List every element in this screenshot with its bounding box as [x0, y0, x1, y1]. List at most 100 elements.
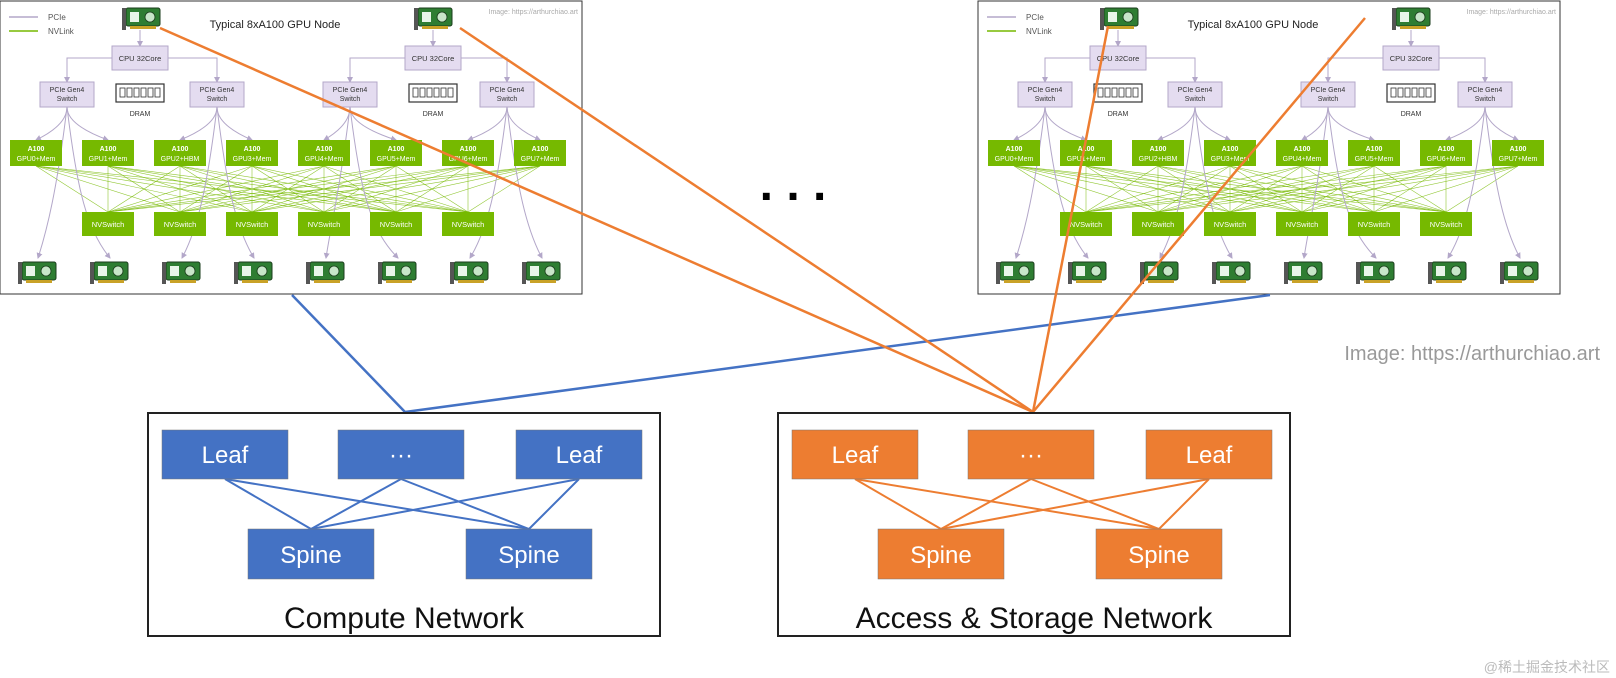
nic-chip: [1436, 266, 1445, 276]
nvswitch-label: NVSwitch: [164, 220, 197, 229]
dram-label: DRAM: [423, 111, 444, 118]
nvlink-line: [1085, 165, 1519, 213]
leaf-switch: [791, 429, 919, 480]
leaf-spine-link: [854, 478, 942, 530]
network-title: Access & Storage Network: [856, 602, 1214, 635]
gpu-label: A100: [1222, 146, 1239, 153]
node-title: Typical 8xA100 GPU Node: [210, 19, 341, 31]
gpu-label: GPU6+Mem: [1427, 156, 1466, 163]
gpu-label: A100: [1366, 146, 1383, 153]
nvswitch-label: NVSwitch: [1286, 220, 1319, 229]
nvswitch-label: NVSwitch: [1214, 220, 1247, 229]
nvswitch-label: NVSwitch: [236, 220, 269, 229]
pcie-line: [36, 106, 68, 259]
nvswitch-box: [1420, 212, 1472, 236]
cpu-box: [1382, 45, 1440, 71]
gpu-label: GPU1+Mem: [89, 156, 128, 163]
nic-connector: [1220, 280, 1246, 283]
nvswitch-box: [1132, 212, 1184, 236]
dram-icon: [408, 83, 458, 103]
pcie-switch-label: Switch: [57, 96, 78, 103]
nvlink-line: [1229, 165, 1519, 213]
dram-chip: [1404, 87, 1411, 98]
dram-chip: [1390, 87, 1397, 98]
dram-label: DRAM: [1108, 111, 1129, 118]
nvlink-line: [1085, 165, 1303, 213]
pcie-switch-label: PCIe Gen4: [333, 87, 368, 94]
dram-chip: [126, 87, 133, 98]
nic-chip: [1076, 266, 1085, 276]
nvlink-line: [35, 165, 109, 213]
nic-port: [1234, 265, 1246, 277]
gpu-label: GPU5+Mem: [1355, 156, 1394, 163]
dram-chip: [1418, 87, 1425, 98]
pcie-line: [347, 57, 405, 83]
nic-bracket: [996, 262, 1000, 284]
nvswitch-box: [1348, 212, 1400, 236]
leaf-spine-link: [310, 478, 402, 530]
nic-port: [256, 265, 268, 277]
gpu-label: GPU5+Mem: [377, 156, 416, 163]
legend-label: PCIe: [1026, 13, 1044, 22]
storage-uplink-line: [1032, 17, 1366, 413]
storage-uplink-line: [1031, 25, 1110, 413]
pcie-switch-box: [1300, 81, 1356, 108]
pcie-switch-label: PCIe Gen4: [1028, 87, 1063, 94]
leaf-spine-link: [1158, 478, 1210, 530]
pcie-switch-box: [1017, 81, 1073, 108]
leaf-label: ···: [1019, 442, 1043, 469]
nic-port: [1378, 265, 1390, 277]
nvlink-line: [1157, 165, 1519, 213]
gpu-label: GPU7+Mem: [1499, 156, 1538, 163]
leaf-spine-link: [310, 478, 580, 530]
spine-label: Spine: [1128, 542, 1189, 569]
nic-bracket: [1356, 262, 1360, 284]
pcie-line: [1327, 106, 1377, 259]
pcie-switch-label: Switch: [1035, 96, 1056, 103]
gpu-box: [154, 140, 206, 166]
nic-connector: [422, 26, 448, 29]
leaf-spine-link: [1030, 478, 1160, 530]
nic-connector: [26, 280, 52, 283]
pcie-line: [216, 106, 255, 259]
pcie-line: [349, 106, 399, 259]
nic-connector: [130, 26, 156, 29]
gpu-box: [298, 140, 350, 166]
gpu-label: A100: [316, 146, 333, 153]
dram-chip: [119, 87, 126, 98]
gpu-box: [10, 140, 62, 166]
nvlink-line: [107, 165, 253, 213]
nic-chip: [1400, 12, 1409, 22]
nic-card-icon: [1284, 261, 1323, 284]
nvswitch-label: NVSwitch: [1070, 220, 1103, 229]
nic-bracket: [414, 8, 418, 30]
nic-chip: [1220, 266, 1229, 276]
nic-chip: [530, 266, 539, 276]
leaf-label: Leaf: [1186, 442, 1233, 469]
nic-bracket: [1100, 8, 1104, 30]
legend-label: NVLink: [48, 27, 75, 36]
dram-chip: [1132, 87, 1139, 98]
pcie-switch-label: Switch: [340, 96, 361, 103]
leaf-switch: [161, 429, 289, 480]
nvswitch-label: NVSwitch: [380, 220, 413, 229]
nic-connector: [386, 280, 412, 283]
gpu-label: A100: [1294, 146, 1311, 153]
pcie-switch-box: [1457, 81, 1513, 108]
nvlink-line: [107, 165, 181, 213]
nic-connector: [1108, 26, 1134, 29]
dram-chip: [1125, 87, 1132, 98]
leaf-spine-link: [224, 478, 312, 530]
pcie-line: [64, 57, 112, 83]
pcie-line: [1159, 106, 1196, 259]
pcie-switch-box: [189, 81, 245, 108]
nic-connector: [170, 280, 196, 283]
nic-card-icon: [1212, 261, 1251, 284]
nic-card-icon: [1500, 261, 1539, 284]
pcie-line: [1146, 57, 1198, 83]
nic-chip: [130, 12, 139, 22]
gpu-label: A100: [100, 146, 117, 153]
nic-bracket: [1392, 8, 1396, 30]
spine-switch: [877, 528, 1005, 580]
